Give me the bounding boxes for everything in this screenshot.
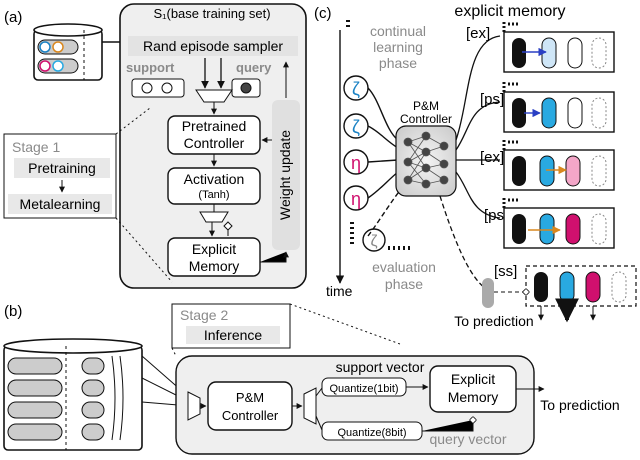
activation-label-1: Activation — [184, 171, 245, 187]
test-dataset-cylinder — [3, 338, 143, 451]
op-label-4: [ps] — [484, 207, 508, 224]
continual-label-1: continual — [370, 23, 426, 39]
continual-label-3: phase — [379, 55, 417, 71]
explicit-memory-b-label-2: Memory — [448, 389, 499, 405]
base-training-set-title: S₁(base training set) — [153, 6, 270, 21]
support-vector-label: support vector — [336, 359, 425, 375]
to-prediction-c: To prediction — [454, 313, 533, 329]
memory-row-1 — [502, 22, 615, 73]
op-label-3: [ex] — [480, 149, 504, 166]
pm-controller-c-label-2: Controller — [400, 112, 452, 126]
to-prediction-b: To prediction — [540, 397, 619, 413]
memory-row-5 — [525, 265, 637, 307]
continual-label-2: learning — [373, 39, 423, 55]
op-label-2: [ps] — [480, 91, 504, 108]
inference-label: Inference — [204, 327, 263, 343]
stage-2-title: Stage 2 — [180, 307, 228, 323]
svg-text:ζ: ζ — [352, 117, 360, 137]
support-samples — [131, 78, 185, 98]
pm-controller-c-label-1: P&M — [413, 99, 439, 113]
query-cell — [482, 278, 494, 308]
support-label: support — [126, 60, 175, 75]
sampler-label: Rand episode sampler — [143, 38, 283, 54]
panel-b-label: (b) — [4, 303, 22, 320]
stage-step-metalearning: Metalearning — [20, 196, 101, 212]
explicit-memory-title: explicit memory — [454, 3, 565, 20]
memory-row-4 — [502, 198, 615, 249]
panel-b: (b) Stage 2 Inference P&M — [3, 303, 620, 455]
stage-step-pretraining: Pretraining — [28, 160, 96, 176]
memory-row-3 — [502, 140, 615, 191]
op-label-5: [ss] — [494, 263, 517, 280]
input-mux — [195, 89, 233, 103]
weight-update-label: Weight update — [277, 130, 293, 220]
op-label-1: [ex] — [466, 25, 490, 42]
panel-a-label: (a) — [4, 9, 22, 26]
pm-controller-b-label-1: P&M — [236, 390, 264, 405]
svg-text:ζ: ζ — [352, 79, 360, 99]
weight-update-bar — [272, 100, 300, 250]
stage-1-title: Stage 1 — [12, 139, 60, 155]
quantize-8bit-label: Quantize(8bit) — [337, 427, 406, 439]
explicit-memory-b-label-1: Explicit — [451, 371, 495, 387]
query-vector-label: query vector — [429, 431, 506, 447]
activation-label-2: (Tanh) — [198, 189, 229, 201]
panel-a: (a) S₁(base training set) Rand episode s… — [3, 3, 307, 289]
explicit-memory-a-label-1: Explicit — [192, 241, 236, 257]
pretrained-controller-label-2: Controller — [184, 135, 245, 151]
query-label: query — [236, 60, 272, 75]
svg-text:ζ: ζ — [370, 233, 377, 250]
pretrained-controller-label-1: Pretrained — [182, 118, 247, 134]
pm-controller-b-label-2: Controller — [222, 408, 279, 423]
explicit-memory-box-a — [167, 237, 261, 277]
sampler-box — [128, 36, 298, 56]
time-label: time — [326, 283, 353, 299]
svg-text:η: η — [351, 153, 361, 173]
evaluation-label-2: phase — [385, 276, 423, 292]
evaluation-label-1: evaluation — [372, 259, 436, 275]
glyph-circles: ζ ζ η η ζ — [343, 75, 386, 252]
output-demux — [199, 211, 229, 223]
memory-row-2 — [502, 82, 615, 133]
svg-text:η: η — [351, 189, 361, 209]
quantize-1bit-label: Quantize(1bit) — [329, 383, 398, 395]
panel-c: (c) explicit memory time continual learn… — [314, 3, 637, 329]
panel-c-label: (c) — [314, 5, 332, 22]
base-dataset-cylinder — [33, 23, 103, 81]
neural-net-icon — [403, 131, 449, 189]
explicit-memory-a-label-2: Memory — [189, 258, 240, 274]
